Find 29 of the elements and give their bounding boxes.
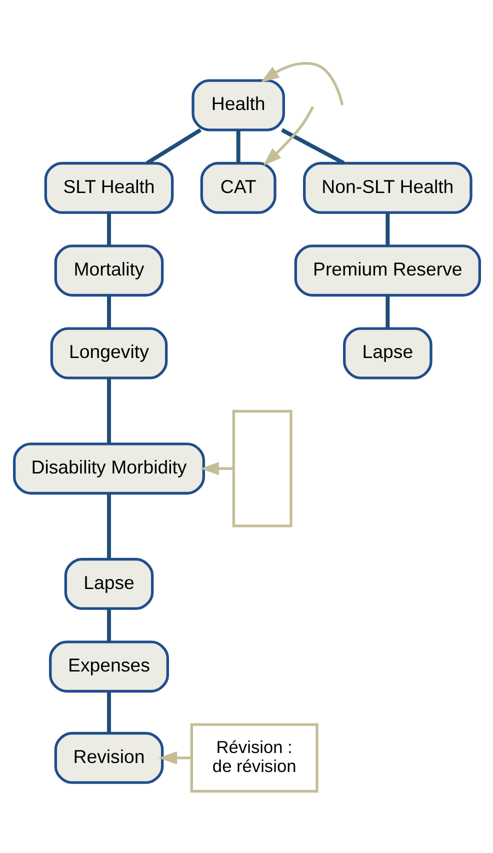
connector [106,608,110,642]
arrow [260,61,344,105]
connector [280,128,344,164]
connector [236,130,240,162]
node-box: Longevity [50,326,168,379]
arrow [200,462,233,475]
node-box: Revision [54,731,164,784]
connector [385,294,390,328]
node-box: CAT [200,161,276,214]
arrow [158,750,191,764]
connector [106,294,110,328]
connector [106,691,110,732]
node-box: Lapse [64,557,154,610]
node-box: Non-SLT Health [302,161,472,214]
node-box: Disability Morbidity [12,442,204,494]
node-box: Expenses [48,640,168,692]
node-box: Révision : de révision [190,722,318,792]
connector [145,128,202,164]
connector [106,492,110,558]
connector [106,377,110,444]
connector [106,212,110,246]
node-box: Lapse [342,326,432,379]
node-box [232,409,292,527]
node-box: Health [191,78,284,131]
node-box: SLT Health [44,161,174,214]
node-box: Premium Reserve [294,244,480,296]
node-box: Mortality [54,244,164,296]
connector [385,212,390,246]
arrow [262,106,314,166]
